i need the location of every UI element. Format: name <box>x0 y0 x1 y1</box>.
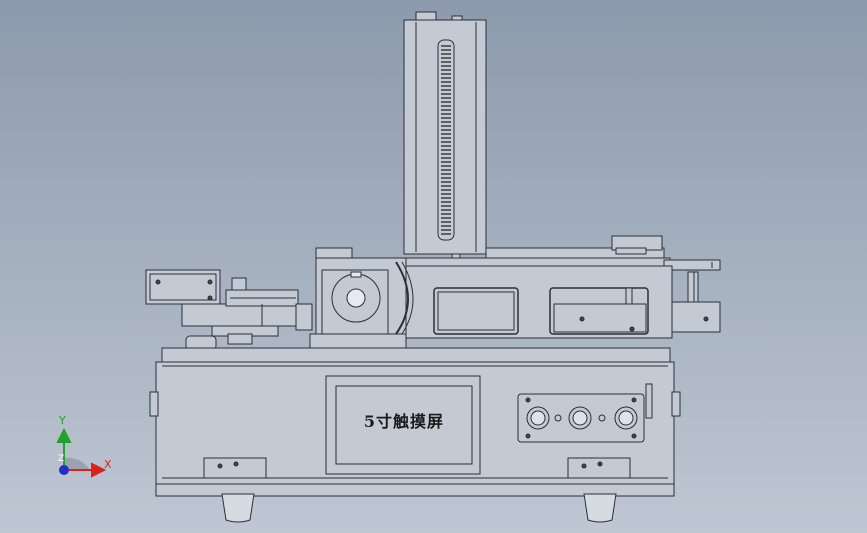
coordinate-triad <box>56 427 107 478</box>
slide-assembly <box>145 269 313 351</box>
button-panel <box>517 393 645 443</box>
screen-label: 5寸触摸屏 <box>363 412 445 431</box>
feet <box>203 457 631 523</box>
upper-housing <box>403 265 721 339</box>
triad-z-label: Z <box>58 454 65 464</box>
triad-y-label: Y <box>59 414 66 427</box>
rotary-block <box>309 247 414 349</box>
vertical-column <box>403 11 487 261</box>
triad-x-label: X <box>104 458 112 471</box>
top-platform <box>399 235 721 271</box>
touchscreen-panel <box>325 375 481 475</box>
